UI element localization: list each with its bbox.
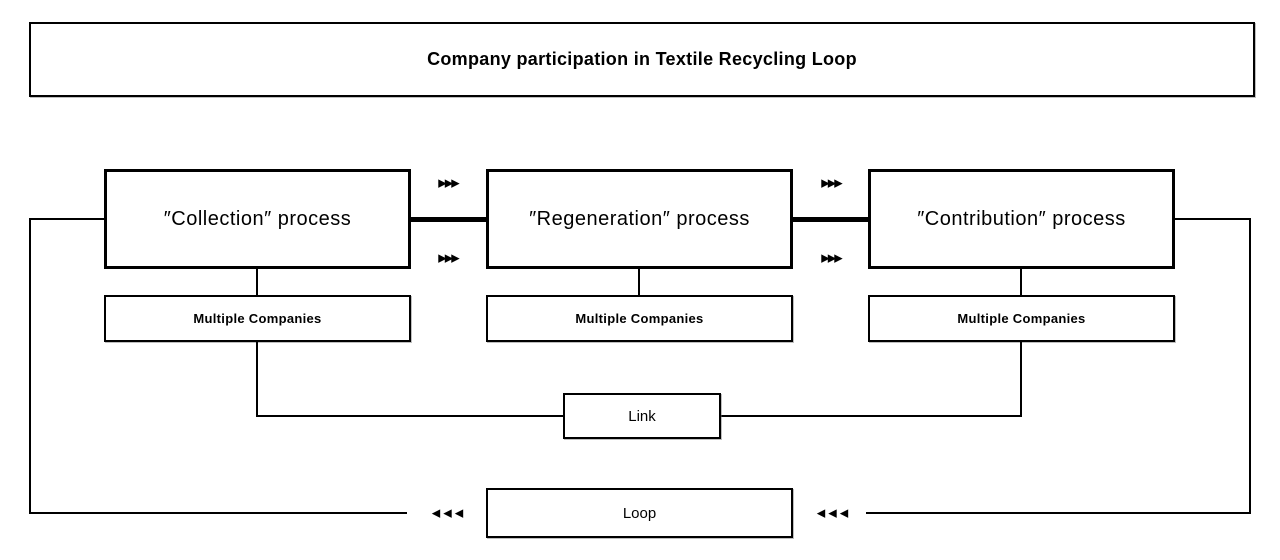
diagram-title: Company participation in Textile Recycli… (427, 49, 857, 69)
link-box: Link (563, 393, 721, 439)
link-left-vertical-line (256, 342, 258, 417)
loop-label: Loop (622, 504, 657, 522)
collection-process-box: ″Collection″ process (104, 169, 411, 269)
triple-arrow-right-icon: ▶▶▶ (821, 176, 842, 190)
triple-arrow-left-icon: ◀◀◀ (816, 506, 852, 520)
contribution-companies-label: Multiple Companies (957, 311, 1086, 326)
stub-collection-companies (256, 269, 258, 295)
stub-regeneration-companies (638, 269, 640, 295)
triple-arrow-right-icon: ▶▶▶ (821, 251, 842, 265)
regeneration-process-box: ″Regeneration″ process (486, 169, 793, 269)
title-box: Company participation in Textile Recycli… (29, 22, 1255, 97)
loop-right-lead-line (1175, 218, 1251, 220)
stub-contribution-companies (1020, 269, 1022, 295)
contribution-process-box: ″Contribution″ process (868, 169, 1175, 269)
contribution-process-label: ″Contribution″ process (917, 207, 1126, 230)
link-label: Link (628, 407, 656, 425)
regeneration-process-label: ″Regeneration″ process (529, 207, 750, 230)
triple-arrow-right-icon: ▶▶▶ (438, 176, 459, 190)
regeneration-companies-box: Multiple Companies (486, 295, 793, 342)
regeneration-companies-label: Multiple Companies (575, 311, 704, 326)
collection-process-label: ″Collection″ process (163, 207, 352, 230)
loop-bottom-right-line (866, 512, 1251, 514)
contribution-companies-box: Multiple Companies (868, 295, 1175, 342)
triple-arrow-left-icon: ◀◀◀ (431, 506, 467, 520)
collection-companies-label: Multiple Companies (193, 311, 322, 326)
link-right-vertical-line (1020, 342, 1022, 417)
loop-right-vertical-line (1249, 218, 1251, 514)
link-right-horizontal-line (721, 415, 1022, 417)
collection-companies-box: Multiple Companies (104, 295, 411, 342)
connector-regeneration-contribution (793, 217, 868, 222)
connector-collection-regeneration (411, 217, 486, 222)
loop-box: Loop (486, 488, 793, 538)
triple-arrow-right-icon: ▶▶▶ (438, 251, 459, 265)
loop-left-vertical-line (29, 218, 31, 514)
loop-left-lead-line (29, 218, 104, 220)
loop-bottom-left-line (29, 512, 407, 514)
link-left-horizontal-line (256, 415, 563, 417)
